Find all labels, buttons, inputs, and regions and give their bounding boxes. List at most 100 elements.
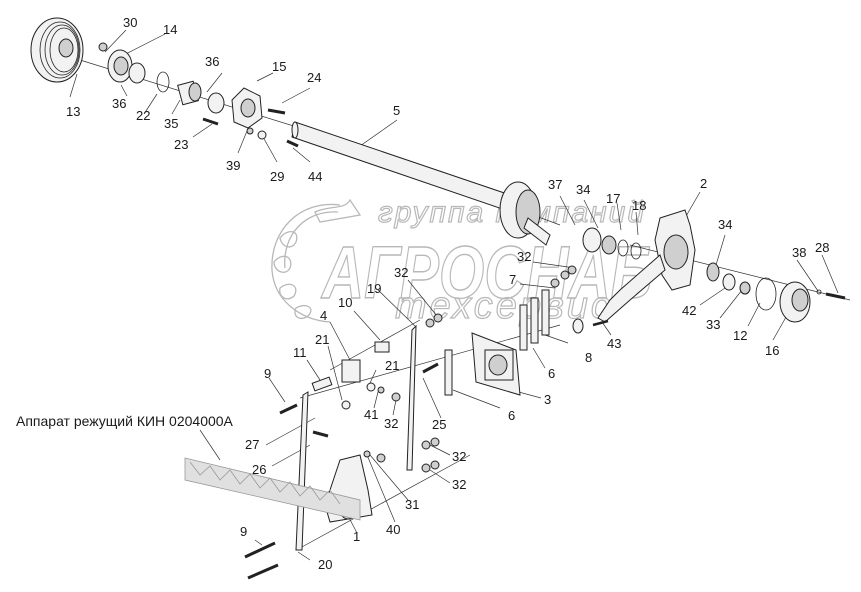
callout-34: 34 [576,182,590,197]
nut-32d-icon [421,440,431,450]
nut-32c-icon [391,392,401,402]
rod-27-icon [295,391,309,551]
stud-23-icon [202,117,219,126]
washer-21b-icon [366,382,376,392]
washer-41-icon [377,386,385,394]
callout-6: 6 [508,408,515,423]
callout-20: 20 [318,557,332,572]
lever-19-icon [406,324,417,471]
housing-15-icon [231,87,263,129]
bolt-25-icon [422,362,439,374]
callout-21: 21 [315,332,329,347]
callout-27: 27 [245,437,259,452]
cutting-bar-icon [184,457,361,521]
ring-18-icon [630,242,642,260]
nut-31-icon [376,453,386,463]
plate-42-icon [722,273,736,291]
callout-36: 36 [205,54,219,69]
callout-21: 21 [385,358,399,373]
washer-38-icon [816,289,822,295]
nut-32b2-icon [433,313,443,323]
bolt-28-icon [825,292,846,300]
nut-32b-icon [425,318,435,328]
ring-22-icon [156,71,170,93]
nut-32a-icon [560,270,570,280]
callout-17: 17 [606,191,620,206]
callout-32: 32 [452,477,466,492]
nut-32e2-icon [430,460,440,470]
callout-38: 38 [792,245,806,260]
bushing-10-icon [374,341,390,353]
callout-42: 42 [682,303,696,318]
callout-44: 44 [308,169,322,184]
callout-9: 9 [240,524,247,539]
bearing-plate-3-icon [471,332,521,396]
diagram-caption: Аппарат режущий КИН 0204000А [16,413,234,429]
callout-4: 4 [320,308,327,323]
pin-44-icon [286,139,299,148]
pin-11-icon [311,376,333,392]
seal-37-icon [582,227,602,253]
callout-5: 5 [393,103,400,118]
callout-14: 14 [163,22,177,37]
flange-14-icon [107,49,133,83]
washer-39-icon [246,127,254,135]
callout-32: 32 [384,416,398,431]
parts [30,17,846,580]
callout-31: 31 [405,497,419,512]
nut-32a2-icon [567,265,577,275]
callout-22: 22 [136,108,150,123]
callout-3: 3 [544,392,551,407]
callout-35: 35 [164,116,178,131]
gearbox-2-icon [597,209,696,323]
bearing-34a-icon [601,235,617,255]
nut-29-icon [257,130,267,140]
callout-43: 43 [607,336,621,351]
callout-16: 16 [765,343,779,358]
callout-34: 34 [718,217,732,232]
callout-33: 33 [706,317,720,332]
nut-33-icon [739,281,751,295]
nut-7-icon [550,278,560,288]
sleeve-8-icon [572,318,584,334]
callout-24: 24 [307,70,321,85]
pulley-13-icon [30,17,84,83]
pin-43-icon [592,319,609,327]
bearing-35-icon [177,80,202,106]
callout-15: 15 [272,59,286,74]
callout-29: 29 [270,169,284,184]
callout-18: 18 [632,198,646,213]
callout-32: 32 [517,249,531,264]
clamp-4-icon [341,359,361,383]
cap-16-icon [779,281,811,323]
callout-26: 26 [252,462,266,477]
callout-41: 41 [364,407,378,422]
bolt-24-icon [267,108,286,115]
gasket-12-icon [755,277,777,311]
bearing-34b-icon [706,262,720,282]
ring-17-icon [617,239,629,257]
nut-32e-icon [421,463,431,473]
nut-32d2-icon [430,437,440,447]
watermark: группа компаний АГРОСНАБ техсервис [271,195,653,328]
washer-21a-icon [341,400,351,410]
callout-30: 30 [123,15,137,30]
callout-11: 11 [293,345,307,360]
callout-19: 19 [367,281,381,296]
washer-40-icon [363,450,371,458]
callout-28: 28 [815,240,829,255]
bolt-9c-icon [247,563,279,580]
callout-10: 10 [338,295,352,310]
nut-30-icon [98,42,108,52]
plates-6-icon [444,289,550,396]
seal-36b-icon [207,92,225,114]
callout-32: 32 [394,265,408,280]
callout-6: 6 [548,366,555,381]
callout-23: 23 [174,137,188,152]
seal-36-icon [128,62,146,84]
callout-labels: 13 30 14 36 36 22 35 15 24 23 39 29 44 5… [16,15,829,572]
callout-12: 12 [733,328,747,343]
callout-36: 36 [112,96,126,111]
callout-1: 1 [353,529,360,544]
callout-9: 9 [264,366,271,381]
